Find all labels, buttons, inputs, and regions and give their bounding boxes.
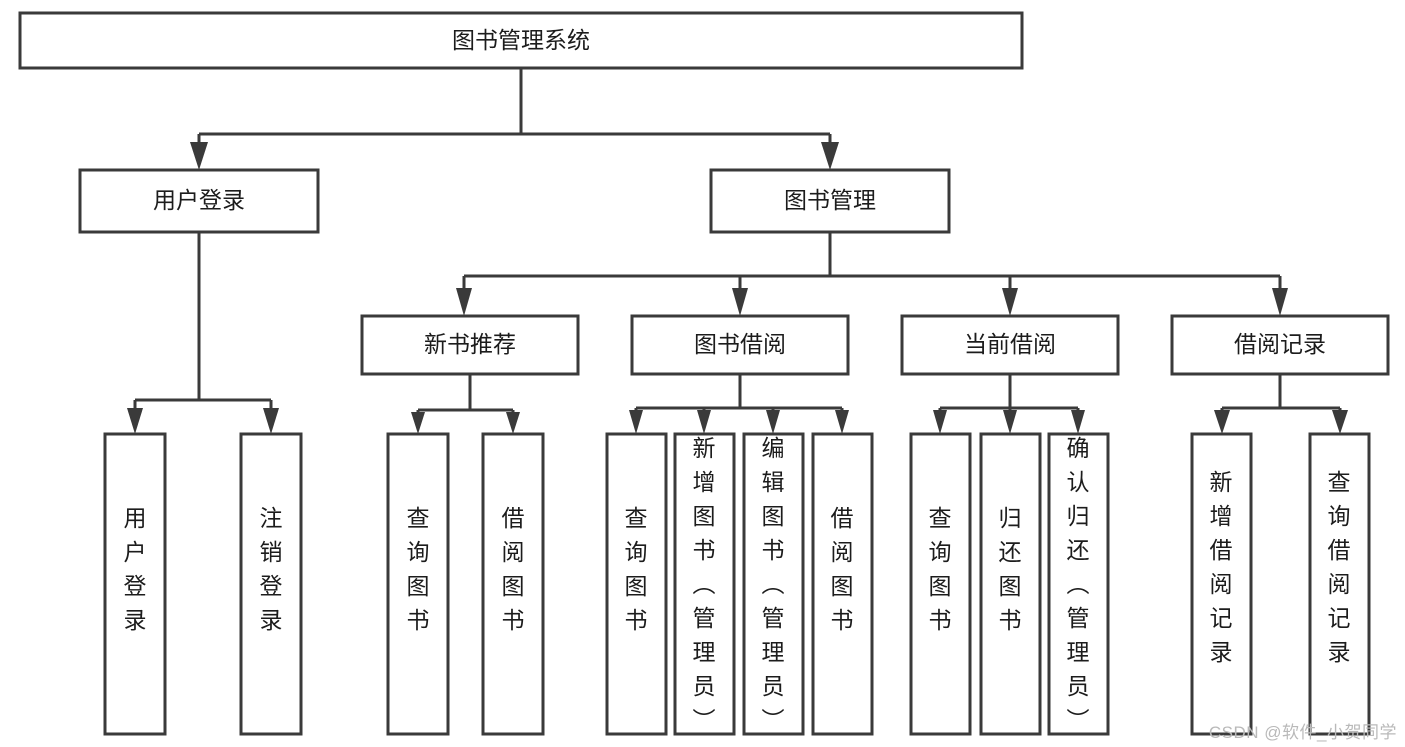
node-current-borrow-label: 当前借阅	[964, 331, 1056, 357]
leaf-borrow-book-1[interactable]: 借阅图书	[481, 432, 545, 736]
node-borrow-record-label: 借阅记录	[1234, 331, 1326, 357]
node-book-borrow-label: 图书借阅	[694, 331, 786, 357]
leaf-query-book-1[interactable]: 查询图书	[386, 432, 450, 736]
leaf-logout-login-box[interactable]	[239, 432, 303, 736]
arrowhead-bb-leaf-4	[835, 410, 849, 434]
node-root-label: 图书管理系统	[452, 27, 590, 53]
connector-group-root	[190, 68, 839, 170]
leaf-borrow-book-2-box[interactable]	[811, 432, 874, 736]
node-book-borrow-box[interactable]	[630, 314, 850, 376]
arrowhead-cb-leaf-2	[1003, 410, 1017, 434]
node-root-box[interactable]	[18, 11, 1024, 70]
node-current-borrow[interactable]: 当前借阅	[900, 314, 1120, 376]
leaf-add-record[interactable]: 新增借阅记录	[1190, 432, 1253, 736]
leaf-query-book-3-label: 查询图书	[929, 505, 952, 633]
leaf-edit-book-box[interactable]	[742, 432, 805, 736]
arrowhead-cb-leaf-3	[1071, 410, 1085, 434]
leaf-borrow-book-1-label: 借阅图书	[502, 505, 525, 633]
arrowhead-nbr-leaf-2	[506, 412, 520, 434]
arrowhead-cb-leaf-1	[933, 410, 947, 434]
leaf-edit-book-label: 编辑图书︵管理员︶	[762, 435, 785, 733]
leaf-node-group: 用户登录 注销登录 查询图书 借阅图书 查询图书 新	[103, 432, 1371, 736]
node-book-manage-box[interactable]	[709, 168, 951, 234]
node-root[interactable]: 图书管理系统	[18, 11, 1024, 70]
node-new-book-recommend[interactable]: 新书推荐	[360, 314, 580, 376]
arrowhead-user-login-leaf-1	[127, 408, 143, 434]
arrowhead-bb-leaf-2	[697, 410, 711, 434]
leaf-user-login-box[interactable]	[103, 432, 167, 736]
leaf-add-book-box[interactable]	[673, 432, 736, 736]
leaf-confirm-return-label: 确认归还︵管理员︶	[1067, 435, 1090, 733]
arrowhead-root-to-user-login	[190, 142, 208, 170]
arrowhead-br-leaf-1	[1214, 410, 1230, 434]
leaf-user-login-label: 用户登录	[124, 505, 147, 633]
arrowhead-bb-leaf-1	[629, 410, 643, 434]
leaf-query-book-2[interactable]: 查询图书	[605, 432, 668, 736]
leaf-return-book-label: 归还图书	[999, 505, 1022, 633]
node-user-login[interactable]: 用户登录	[78, 168, 320, 234]
arrowhead-bm-borrow-record	[1272, 288, 1288, 316]
leaf-logout-login[interactable]: 注销登录	[239, 432, 303, 736]
node-user-login-label: 用户登录	[153, 187, 245, 213]
arrowhead-root-to-book-manage	[821, 142, 839, 170]
connector-group-user-login	[127, 232, 279, 434]
leaf-query-book-2-label: 查询图书	[625, 505, 648, 633]
leaf-return-book[interactable]: 归还图书	[979, 432, 1042, 736]
connector-group-book-borrow	[629, 374, 849, 434]
node-book-borrow[interactable]: 图书借阅	[630, 314, 850, 376]
connector-group-book-manage	[456, 232, 1288, 316]
leaf-query-record[interactable]: 查询借阅记录	[1308, 432, 1371, 736]
connector-group-new-book-recommend	[411, 374, 520, 434]
arrowhead-br-leaf-2	[1332, 410, 1348, 434]
leaf-borrow-book-2-label: 借阅图书	[831, 505, 854, 633]
leaf-query-record-box[interactable]	[1308, 432, 1371, 736]
leaf-borrow-book-1-box[interactable]	[481, 432, 545, 736]
leaf-query-book-3[interactable]: 查询图书	[909, 432, 972, 736]
connector-group-current-borrow	[933, 374, 1085, 434]
node-user-login-box[interactable]	[78, 168, 320, 234]
node-new-book-recommend-box[interactable]	[360, 314, 580, 376]
arrowhead-bb-leaf-3	[766, 410, 780, 434]
leaf-add-record-label: 新增借阅记录	[1210, 469, 1233, 665]
leaf-query-book-3-box[interactable]	[909, 432, 972, 736]
arrowhead-bm-book-borrow	[732, 288, 748, 316]
connector-group-borrow-record	[1214, 374, 1348, 434]
leaf-add-book-label: 新增图书︵管理员︶	[693, 435, 716, 733]
leaf-edit-book[interactable]: 编辑图书︵管理员︶	[742, 432, 805, 736]
leaf-query-book-2-box[interactable]	[605, 432, 668, 736]
node-new-book-recommend-label: 新书推荐	[424, 331, 516, 357]
node-borrow-record[interactable]: 借阅记录	[1170, 314, 1390, 376]
node-borrow-record-box[interactable]	[1170, 314, 1390, 376]
leaf-borrow-book-2[interactable]: 借阅图书	[811, 432, 874, 736]
arrowhead-bm-current-borrow	[1002, 288, 1018, 316]
leaf-return-book-box[interactable]	[979, 432, 1042, 736]
arrowhead-user-login-leaf-2	[263, 408, 279, 434]
leaf-query-record-label: 查询借阅记录	[1328, 469, 1351, 665]
leaf-confirm-return-box[interactable]	[1047, 432, 1110, 736]
node-book-manage[interactable]: 图书管理	[709, 168, 951, 234]
leaf-query-book-1-label: 查询图书	[407, 505, 430, 633]
arrowhead-bm-new-book-recommend	[456, 288, 472, 316]
leaf-user-login[interactable]: 用户登录	[103, 432, 167, 736]
arrowhead-nbr-leaf-1	[411, 412, 425, 434]
leaf-confirm-return[interactable]: 确认归还︵管理员︶	[1047, 432, 1110, 736]
leaf-query-book-1-box[interactable]	[386, 432, 450, 736]
leaf-add-book[interactable]: 新增图书︵管理员︶	[673, 432, 736, 736]
node-book-manage-label: 图书管理	[784, 187, 876, 213]
leaf-logout-login-label: 注销登录	[260, 505, 283, 633]
node-current-borrow-box[interactable]	[900, 314, 1120, 376]
leaf-add-record-box[interactable]	[1190, 432, 1253, 736]
